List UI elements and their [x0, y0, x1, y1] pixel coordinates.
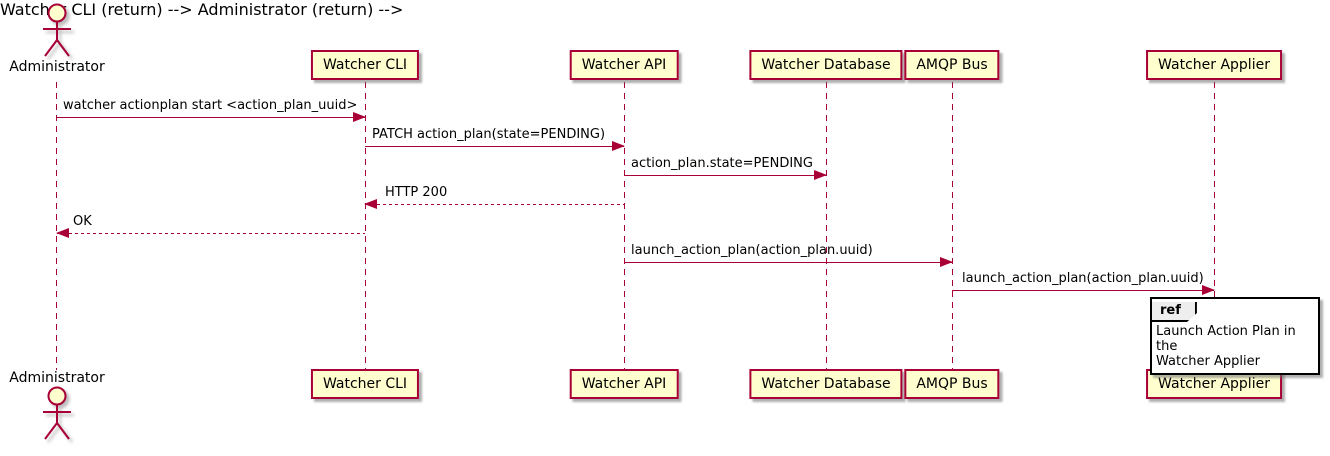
actor-administrator-top: Administrator — [8, 3, 106, 75]
message-1-label: watcher actionplan start <action_plan_uu… — [63, 98, 358, 113]
arrowhead-right-icon — [814, 170, 827, 180]
message-6-line — [624, 257, 953, 267]
message-1-line — [57, 112, 366, 122]
arrowhead-right-icon — [1202, 285, 1215, 295]
message-4-line — [364, 199, 624, 209]
ref-text-line: Watcher Applier — [1156, 354, 1260, 369]
actor-icon — [43, 386, 71, 440]
participant-watcher-cli-top: Watcher CLI — [310, 50, 420, 80]
participant-watcher-api-bottom: Watcher API — [569, 369, 679, 399]
lifeline-amqp-bus — [952, 82, 953, 370]
participant-watcher-applier-top: Watcher Applier — [1146, 50, 1282, 80]
lifeline-watcher-api — [624, 82, 625, 370]
lifeline-watcher-applier — [1214, 82, 1215, 370]
message-6-label: launch_action_plan(action_plan.uuid) — [631, 243, 873, 258]
ref-text-line: Launch Action Plan in the — [1156, 324, 1296, 354]
arrowhead-left-icon — [56, 228, 69, 238]
arrowhead-left-icon — [364, 199, 377, 209]
participant-amqp-bus-bottom: AMQP Bus — [904, 369, 1000, 399]
participant-amqp-bus-top: AMQP Bus — [904, 50, 1000, 80]
actor-administrator-bottom: Administrator — [8, 370, 106, 442]
message-5-line — [56, 228, 365, 238]
lifeline-watcher-database — [826, 82, 827, 370]
message-7-line — [952, 285, 1215, 295]
lifeline-watcher-cli — [365, 82, 366, 370]
message-3-label: action_plan.state=PENDING — [631, 156, 813, 171]
message-4-label: HTTP 200 — [385, 185, 448, 200]
message-7-label: launch_action_plan(action_plan.uuid) — [962, 271, 1204, 286]
actor-label: Administrator — [9, 370, 105, 386]
message-3-line — [624, 170, 827, 180]
actor-label: Administrator — [9, 59, 105, 75]
arrowhead-right-icon — [612, 141, 625, 151]
ref-frame: ref Launch Action Plan in the Watcher Ap… — [1150, 297, 1320, 375]
message-2-label: PATCH action_plan(state=PENDING) — [372, 127, 606, 142]
participant-watcher-cli-bottom: Watcher CLI — [310, 369, 420, 399]
ref-text: Launch Action Plan in the Watcher Applie… — [1152, 322, 1318, 373]
arrowhead-right-icon — [353, 112, 366, 122]
message-2-line — [365, 141, 625, 151]
arrowhead-right-icon — [940, 257, 953, 267]
participant-watcher-api-top: Watcher API — [569, 50, 679, 80]
ref-keyword: ref — [1152, 302, 1197, 322]
participant-watcher-database-top: Watcher Database — [749, 50, 903, 80]
actor-icon — [43, 3, 71, 57]
participant-watcher-database-bottom: Watcher Database — [749, 369, 903, 399]
message-5-label: OK — [73, 214, 92, 229]
lifeline-administrator — [56, 82, 57, 370]
